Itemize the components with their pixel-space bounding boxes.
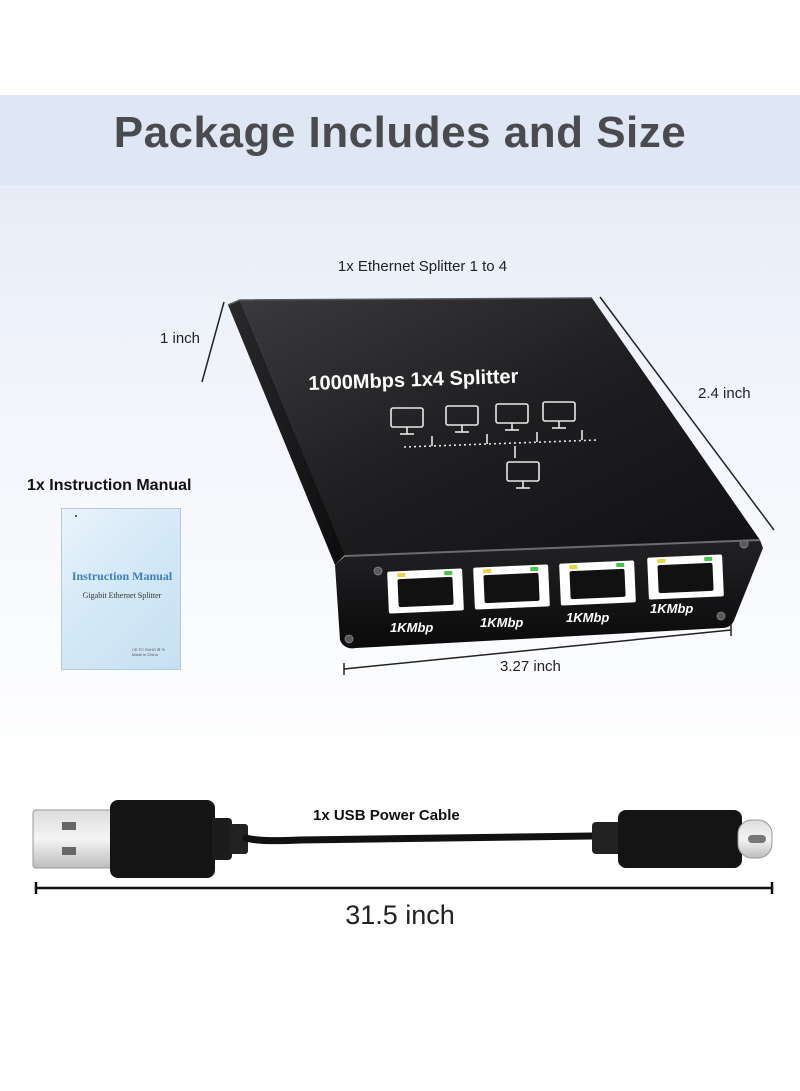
- usb-cable-label: 1x USB Power Cable: [313, 807, 460, 824]
- dimension-line-width: [343, 624, 732, 675]
- port-led-icon: [657, 558, 666, 564]
- dimension-line-cable-length: [34, 882, 774, 894]
- manual-label: 1x Instruction Manual: [27, 477, 192, 494]
- splitter-label: 1x Ethernet Splitter 1 to 4: [337, 258, 508, 275]
- depth-dimension-label: 2.4 inch: [698, 385, 751, 402]
- manual-certification-marks: CE FC RoHS ♻ ⊖ Made in China: [132, 647, 165, 657]
- manual-made-in-text: Made in China: [132, 652, 158, 657]
- port-led-icon: [616, 562, 625, 568]
- cable-length-label: 31.5 inch: [345, 900, 455, 930]
- port-2: [473, 564, 550, 610]
- instruction-manual-booklet: Instruction Manual Gigabit Ethernet Spli…: [61, 508, 181, 670]
- port-led-icon: [704, 556, 713, 562]
- manual-dot: [75, 515, 77, 517]
- port-socket: [483, 572, 540, 604]
- page-title: Package Includes and Size: [113, 108, 687, 157]
- width-dimension-label: 3.27 inch: [500, 658, 561, 675]
- port-label-2: 1KMbp: [480, 615, 524, 630]
- port-label-1: 1KMbp: [390, 620, 434, 635]
- port-label-4: 1KMbp: [650, 601, 694, 616]
- header-band: [0, 95, 800, 185]
- height-dimension-label: 1 inch: [160, 330, 201, 347]
- network-diagram-icon: [390, 401, 599, 489]
- port-led-icon: [483, 568, 492, 574]
- port-led-icon: [444, 570, 453, 576]
- port-led-icon: [530, 566, 539, 572]
- port-led-icon: [397, 572, 406, 578]
- port-1: [387, 568, 464, 614]
- manual-marks-text: CE FC RoHS ♻ ⊖: [132, 647, 165, 652]
- manual-title: Instruction Manual: [71, 569, 173, 583]
- manual-subtitle: Gigabit Ethernet Splitter: [82, 591, 162, 600]
- port-label-3: 1KMbp: [566, 610, 610, 625]
- port-socket: [569, 568, 626, 600]
- port-socket: [657, 562, 714, 594]
- port-4: [647, 554, 724, 600]
- port-led-icon: [569, 564, 578, 570]
- usb-power-cable: [32, 800, 773, 878]
- dimension-line-height: [201, 301, 225, 383]
- dimension-line-depth: [599, 296, 775, 531]
- port-socket: [397, 576, 454, 608]
- port-3: [559, 560, 636, 606]
